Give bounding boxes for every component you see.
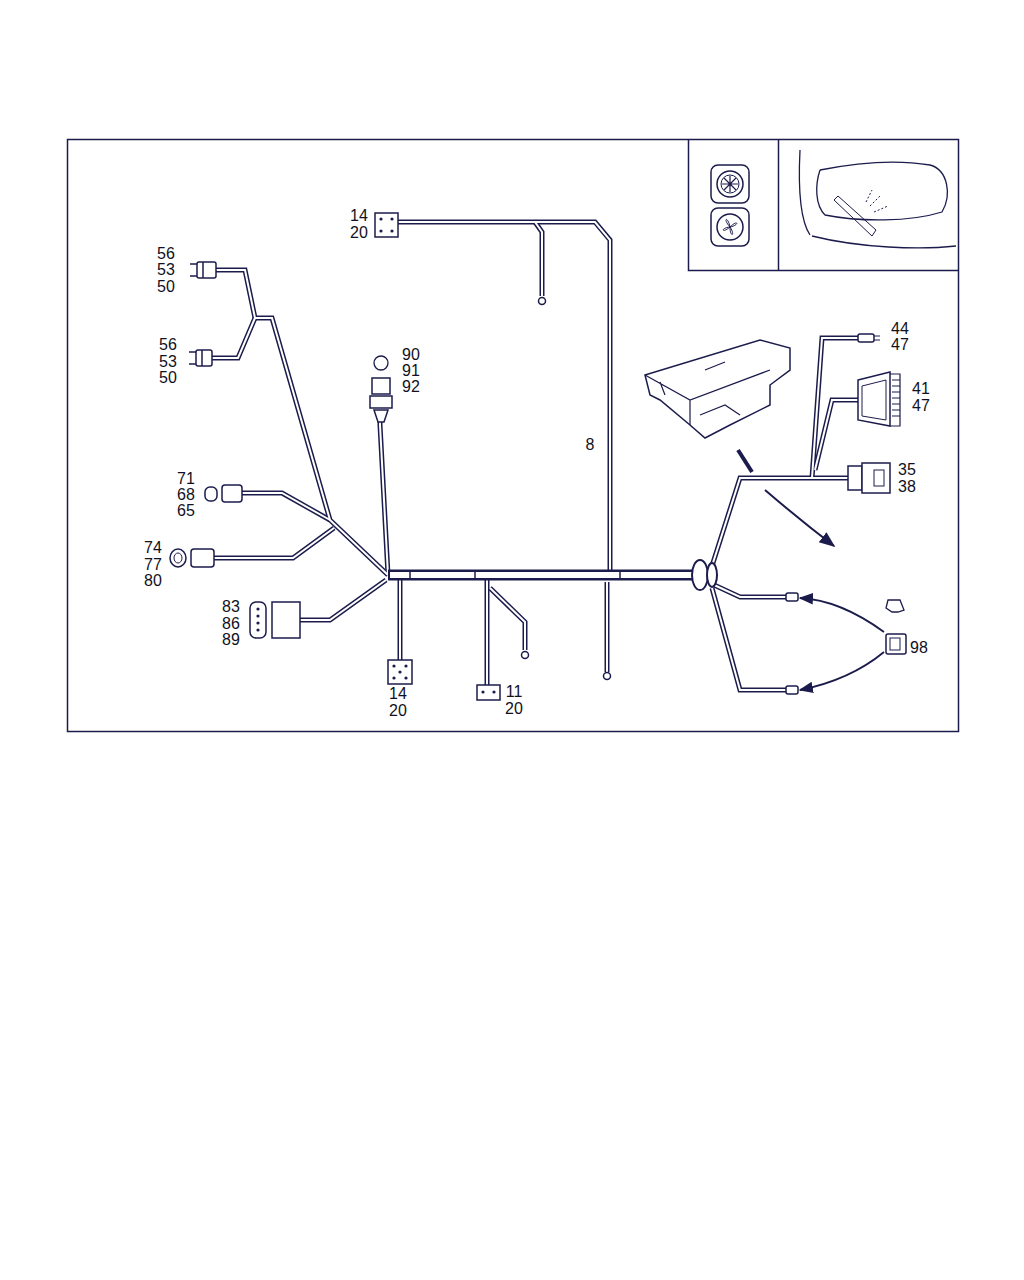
callout-number: 68 — [176, 487, 196, 503]
callout-number: 65 — [176, 503, 196, 519]
callout-number: 41 — [911, 381, 931, 397]
callout-number: 35 — [897, 462, 917, 478]
callout-number: 56 — [158, 337, 178, 353]
callout-number: 20 — [388, 703, 408, 719]
callout-number: 50 — [156, 279, 176, 295]
callout-number: 56 — [156, 246, 176, 262]
callout-number: 20 — [504, 701, 524, 717]
callout-number: 20 — [349, 225, 369, 241]
callout-number: 44 — [890, 321, 910, 337]
callout-number: 77 — [143, 557, 163, 573]
callout-number: 74 — [143, 540, 163, 556]
callout-number: 47 — [890, 337, 910, 353]
callout-number: 91 — [401, 363, 421, 379]
callout-number: 53 — [156, 262, 176, 278]
callout-number: 11 — [505, 684, 524, 700]
callout-number: 14 — [388, 686, 408, 702]
callout-number: 53 — [158, 354, 178, 370]
callout-number: 83 — [221, 599, 241, 615]
callout-number: 80 — [143, 573, 163, 589]
callout-number: 50 — [158, 370, 178, 386]
callout-number: 89 — [221, 632, 241, 648]
callout-number: 14 — [349, 208, 369, 224]
callout-number: 38 — [897, 479, 917, 495]
callout-number: 98 — [909, 640, 929, 656]
callout-number: 92 — [401, 379, 421, 395]
callout-number: 47 — [911, 398, 931, 414]
callout-number: 8 — [585, 437, 596, 453]
callout-number: 86 — [221, 616, 241, 632]
callout-number: 90 — [401, 347, 421, 363]
callout-number: 71 — [176, 471, 196, 487]
